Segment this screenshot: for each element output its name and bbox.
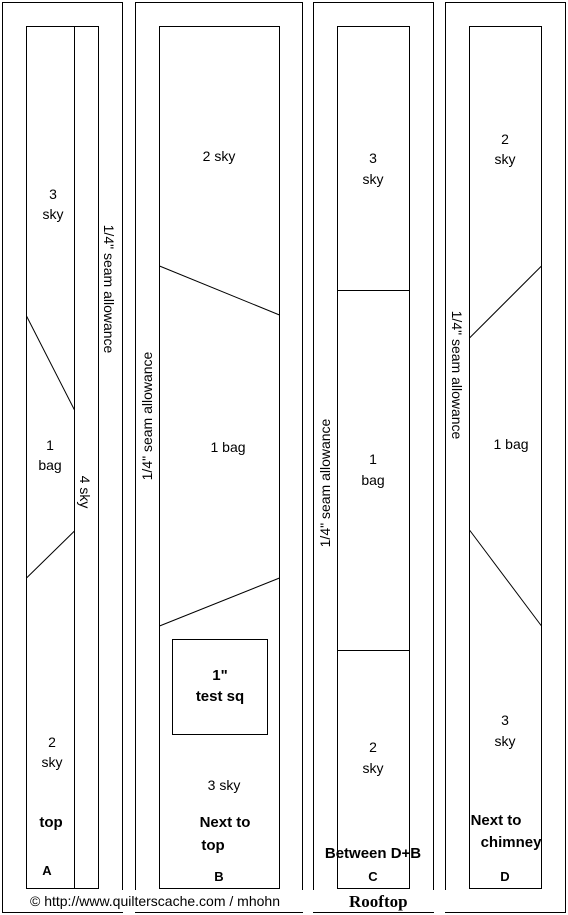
strip-c-bottom-label: Between D+B [325,845,421,862]
strip-c-piece-2-fabric: sky [363,760,384,776]
strip-b-letter: B [214,869,223,884]
strip-b-seam-upper [159,265,280,316]
footer-credit: © http://www.quilterscache.com / mhohn [30,893,280,909]
strip-d-bottom-label-line1: Next to [471,812,522,829]
strip-c-piece-3-fabric: sky [363,171,384,187]
strip-b-outer [135,2,303,913]
strip-b-bottom-label-line2: top [201,837,224,854]
strip-a-piece-3-fabric: sky [43,206,64,222]
strip-b-bottom-label-line1: Next to [200,814,251,831]
strip-a-outer [2,2,123,913]
strip-a-piece-3-num: 3 [49,186,57,202]
strip-c-outer [313,2,434,913]
strip-a-piece-1-num: 1 [46,437,54,453]
strip-a-piece-2-num: 2 [48,734,56,750]
strip-b-test-square-label: test sq [196,688,244,705]
strip-b-test-square-size: 1" [212,667,227,684]
strip-b-seam-lower [159,577,280,627]
strip-b-piece-1-label: 1 bag [210,439,245,455]
strip-b-seam-allowance-label: 1/4" seam allowance [139,351,155,480]
strip-d-seam-lower [469,529,542,627]
strip-a-inner [26,26,99,889]
footer-background [26,890,446,912]
strip-a-bottom-label: top [39,814,62,831]
strip-a-piece-2-fabric: sky [42,754,63,770]
strip-d-inner [469,26,542,889]
strip-d-piece-2-fabric: sky [495,151,516,167]
strip-a-seam-lower [26,530,75,579]
strip-a-seam-upper [26,315,75,411]
strip-a-side-piece-label: 4 sky [77,476,93,509]
strip-d-piece-1-label: 1 bag [493,436,528,452]
strip-c-piece-2-num: 2 [369,739,377,755]
strip-c-piece-1-fabric: bag [361,472,384,488]
strip-b-piece-3-label: 3 sky [208,777,241,793]
strip-b-piece-2-label: 2 sky [203,148,236,164]
strip-b-inner [159,26,280,889]
strip-d-seam-upper [469,265,542,339]
strip-d-piece-3-num: 3 [501,712,509,728]
strip-c-piece-1-num: 1 [369,451,377,467]
strip-d-letter: D [500,869,509,884]
strip-c-piece-3-num: 3 [369,150,377,166]
strip-c-letter: C [368,869,378,884]
strip-a-seam-allowance-label: 1/4" seam allowance [101,225,117,354]
strip-a-letter: A [42,863,52,878]
footer-title: Rooftop [349,892,408,911]
strip-d-bottom-label-line2: chimney [481,834,543,851]
strip-c-seam-allowance-label: 1/4" seam allowance [317,418,333,547]
strip-d-piece-3-fabric: sky [495,733,516,749]
strip-d-seam-allowance-label: 1/4" seam allowance [449,311,465,440]
strip-d-piece-2-num: 2 [501,131,509,147]
strip-b-test-square [172,639,268,735]
strip-a-piece-1-fabric: bag [38,457,61,473]
strip-d-outer [445,2,566,913]
strip-c-inner [337,26,410,889]
